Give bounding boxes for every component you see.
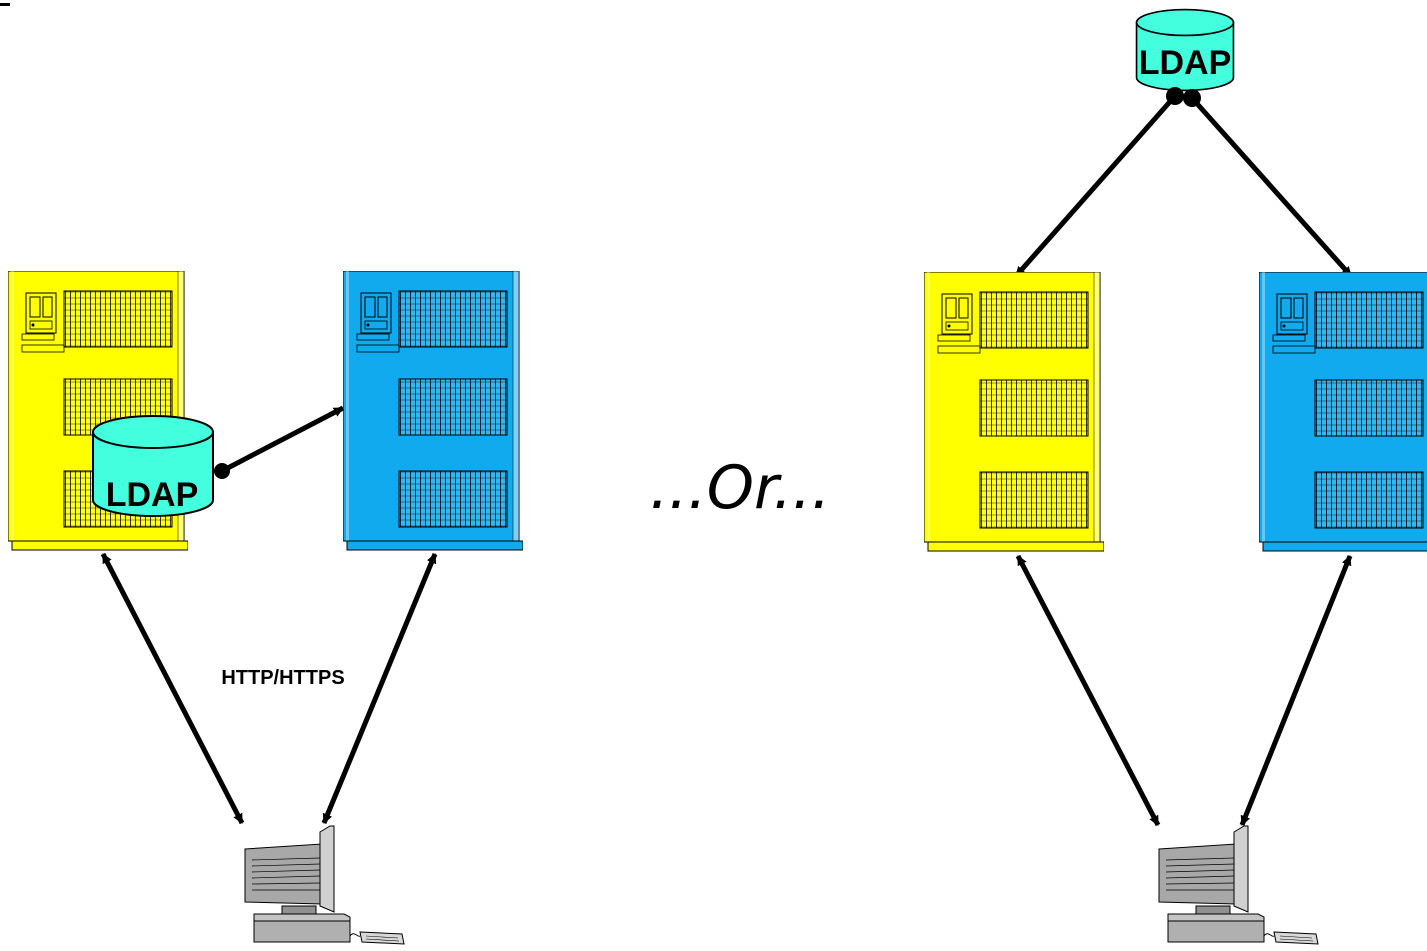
server-yellow-right-icon: [924, 272, 1104, 552]
client-blue-arrow-left: [321, 553, 438, 824]
ldap-database-right: LDAP: [1135, 8, 1235, 92]
ldap-left-label: LDAP: [106, 476, 199, 514]
protocol-label: HTTP/HTTPS: [221, 667, 344, 689]
client-blue-arrow-right: [1239, 555, 1353, 826]
or-separator: ...Or...: [650, 453, 831, 523]
corner-mark: [0, 3, 10, 6]
ldap-database-left: LDAP: [92, 415, 214, 517]
workstation-right-icon: [1158, 825, 1319, 945]
ldap-to-server-arrow: [220, 405, 345, 474]
workstation-left-icon: [244, 825, 405, 945]
ldap-right-label: LDAP: [1139, 44, 1232, 82]
ldap-to-yellow-arrow: [1014, 94, 1177, 278]
server-blue-right-icon: [1259, 272, 1427, 552]
client-yellow-arrow-right: [1015, 554, 1161, 827]
client-yellow-arrow-left: [100, 552, 245, 825]
ldap-to-blue-arrow: [1190, 96, 1353, 278]
server-blue-left-icon: [343, 271, 523, 551]
